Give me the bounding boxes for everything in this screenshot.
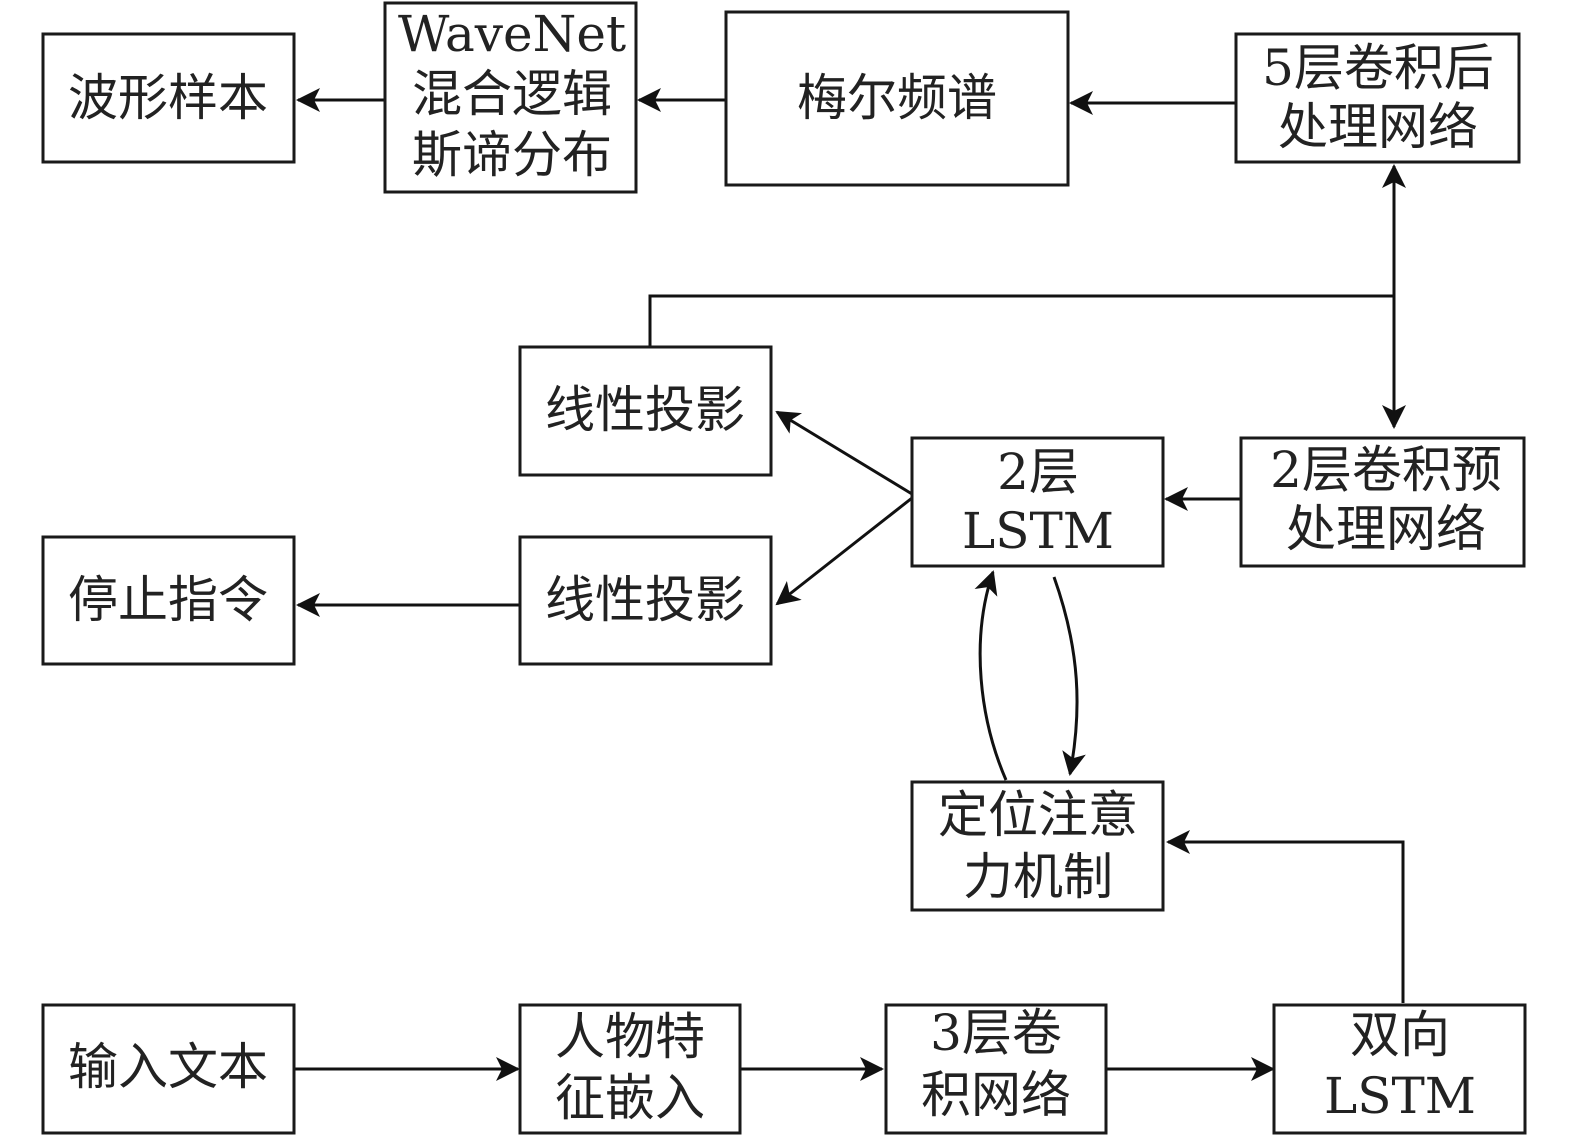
edge-linear-proj-junction xyxy=(648,294,1394,347)
node-label: 5层卷积后 xyxy=(1262,39,1494,97)
node-lstm2: 2层 LSTM xyxy=(910,436,1165,568)
node-label: 处理网络 xyxy=(1278,98,1478,156)
node-label: 线性投影 xyxy=(545,381,745,439)
node-label: WaveNet xyxy=(398,5,626,63)
node-label: 2层 xyxy=(997,443,1079,501)
node-label: 力机制 xyxy=(963,848,1113,906)
node-label: 线性投影 xyxy=(545,571,745,629)
node-bilstm: 双向 LSTM xyxy=(1272,1003,1527,1135)
node-char-embedding: 人物特 征嵌入 xyxy=(518,1003,742,1135)
edge-lstm2-to-linear-top xyxy=(775,410,913,496)
node-label: 征嵌入 xyxy=(555,1069,705,1127)
node-label: 3层卷 xyxy=(930,1004,1062,1062)
node-label: 斯谛分布 xyxy=(412,126,612,184)
node-label: 混合逻辑 xyxy=(412,65,612,123)
node-label: 人物特 xyxy=(555,1008,705,1066)
node-prenet: 2层卷积预 处理网络 xyxy=(1239,436,1526,568)
node-label: 波形样本 xyxy=(68,69,268,127)
node-stop-token: 停止指令 xyxy=(41,535,296,666)
edge-attention-to-lstm2 xyxy=(974,570,1008,781)
node-label: 双向 xyxy=(1350,1006,1450,1064)
node-label: LSTM xyxy=(1324,1067,1476,1125)
node-input-text: 输入文本 xyxy=(41,1003,296,1135)
edge-bilstm-to-attention xyxy=(1166,830,1405,1003)
node-wavenet: WaveNet 混合逻辑 斯谛分布 xyxy=(383,1,638,194)
node-label: 停止指令 xyxy=(68,571,268,629)
node-label: 积网络 xyxy=(921,1066,1071,1124)
node-label: 处理网络 xyxy=(1286,500,1486,558)
node-mel-spectrogram: 梅尔频谱 xyxy=(724,10,1070,187)
edges xyxy=(294,88,1406,1081)
node-label: 定位注意 xyxy=(938,786,1138,844)
node-conv3: 3层卷 积网络 xyxy=(884,1003,1108,1135)
node-label: LSTM xyxy=(962,502,1114,560)
node-linear-projection-top: 线性投影 xyxy=(518,345,773,477)
node-location-attention: 定位注意 力机制 xyxy=(910,780,1165,912)
edge-lstm2-to-attention xyxy=(1052,576,1086,776)
node-linear-projection-bottom: 线性投影 xyxy=(518,535,773,666)
node-waveform-samples: 波形样本 xyxy=(41,32,296,164)
node-label: 2层卷积预 xyxy=(1270,441,1502,499)
node-label: 输入文本 xyxy=(68,1038,268,1096)
edge-lstm2-to-linear-bottom xyxy=(775,496,913,606)
node-postnet: 5层卷积后 处理网络 xyxy=(1234,32,1521,164)
node-label: 梅尔频谱 xyxy=(797,69,997,127)
